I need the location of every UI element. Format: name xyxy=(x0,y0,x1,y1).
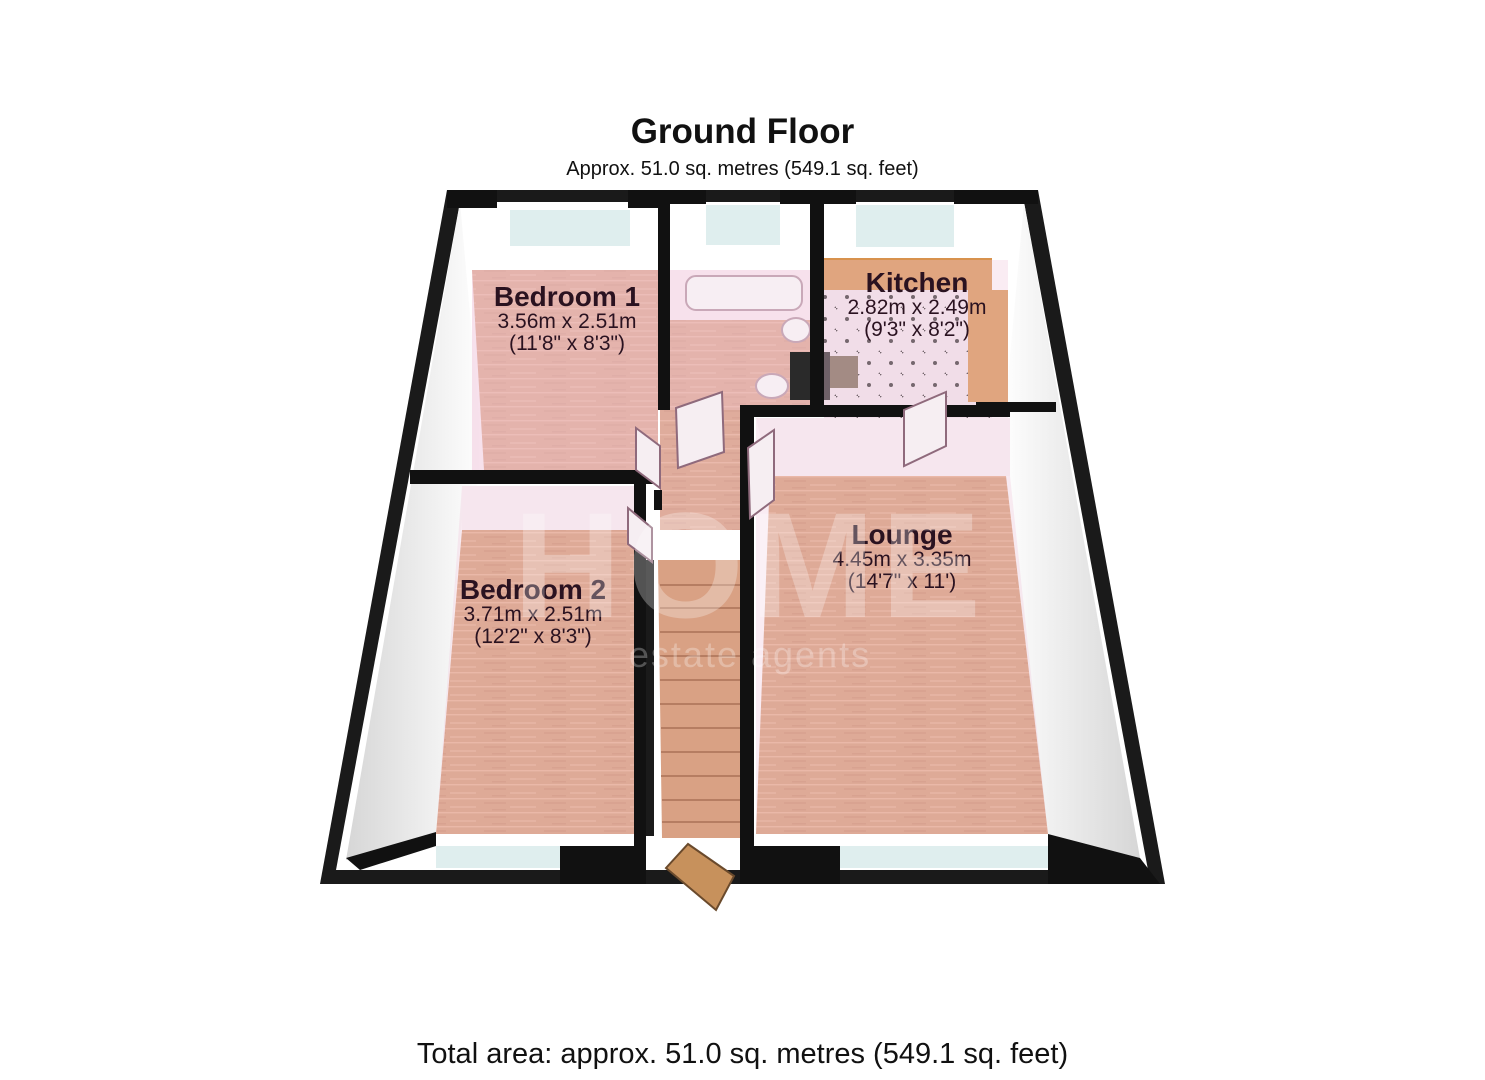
room-label-bedroom1: Bedroom 1 3.56m x 2.51m (11'8" x 8'3") xyxy=(462,282,672,355)
room-label-lounge: Lounge 4.45m x 3.35m (14'7" x 11') xyxy=(792,520,1012,593)
lounge-floor xyxy=(756,476,1048,834)
kitchen-counter xyxy=(824,258,992,290)
bath-tub xyxy=(685,275,803,311)
room-name: Lounge xyxy=(851,519,953,550)
internal-walls xyxy=(410,200,1056,870)
room-name: Bedroom 2 xyxy=(459,574,607,605)
bedroom2-floor xyxy=(436,530,638,834)
window-recesses xyxy=(447,190,1038,208)
bedroom1-tint xyxy=(472,270,658,470)
room-imperial: (12'2" x 8'3") xyxy=(474,625,592,649)
floor-area: Approx. 51.0 sq. metres (549.1 sq. feet) xyxy=(566,158,919,180)
bedroom1-window xyxy=(510,210,630,246)
bedroom2-front-window xyxy=(436,846,560,868)
room-imperial: (14'7" x 11') xyxy=(847,570,957,594)
lounge-tint xyxy=(756,420,1048,834)
left-wall-face xyxy=(346,202,484,860)
kitchen-hob xyxy=(830,356,858,388)
wash-basin xyxy=(781,317,811,343)
bedroom2-tint xyxy=(436,486,646,834)
floor-title: Ground Floor xyxy=(630,112,855,151)
room-metric: 4.45m x 3.35m xyxy=(832,548,972,572)
room-name: Bedroom 1 xyxy=(493,281,641,312)
toilet xyxy=(755,373,789,399)
room-name: Kitchen xyxy=(865,267,969,298)
front-door-mat xyxy=(664,842,736,912)
bathroom-window xyxy=(706,205,780,245)
lounge-front-window xyxy=(840,846,1048,868)
room-metric: 3.71m x 2.51m xyxy=(463,603,603,627)
stair-treads xyxy=(660,584,742,823)
kitchen-window xyxy=(856,205,954,247)
doors xyxy=(627,390,947,564)
room-label-bedroom2: Bedroom 2 3.71m x 2.51m (12'2" x 8'3") xyxy=(428,575,638,648)
right-wall-face xyxy=(1000,202,1140,858)
room-label-kitchen: Kitchen 2.82m x 2.49m (9'3" x 8'2") xyxy=(812,268,1022,341)
room-metric: 2.82m x 2.49m xyxy=(847,296,987,320)
room-imperial: (11'8" x 8'3") xyxy=(509,332,625,356)
staircase xyxy=(658,560,742,838)
room-metric: 3.56m x 2.51m xyxy=(497,310,637,334)
bottom-walls xyxy=(346,832,1160,884)
room-imperial: (9'3" x 8'2") xyxy=(864,318,970,342)
kitchen-counter-right xyxy=(968,290,1008,402)
bedroom2-back-wall xyxy=(462,486,646,530)
lounge-back-wall xyxy=(756,418,1010,476)
total-area: Total area: approx. 51.0 sq. metres (549… xyxy=(416,1038,1069,1070)
